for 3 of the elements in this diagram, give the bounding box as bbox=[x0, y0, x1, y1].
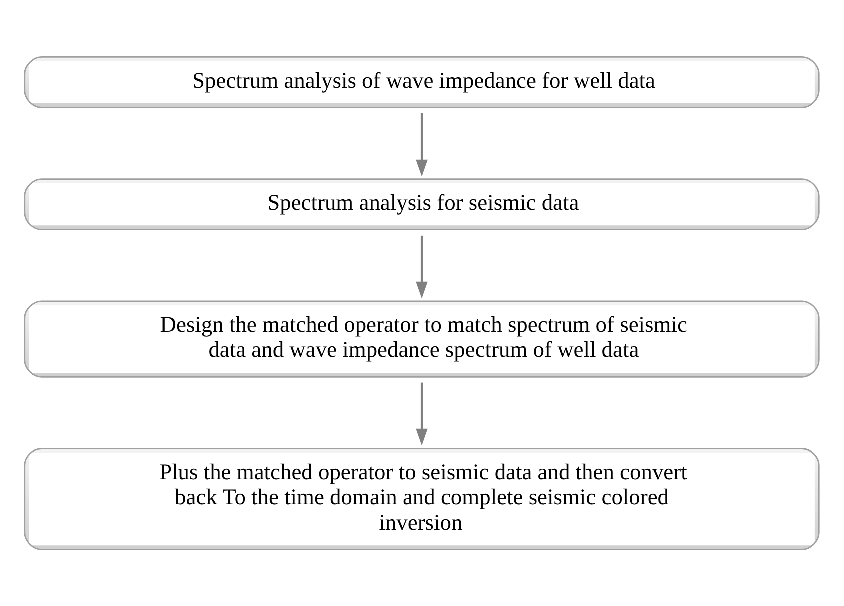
arrow bbox=[416, 235, 428, 298]
arrow bbox=[416, 382, 428, 446]
arrow bbox=[416, 112, 428, 176]
